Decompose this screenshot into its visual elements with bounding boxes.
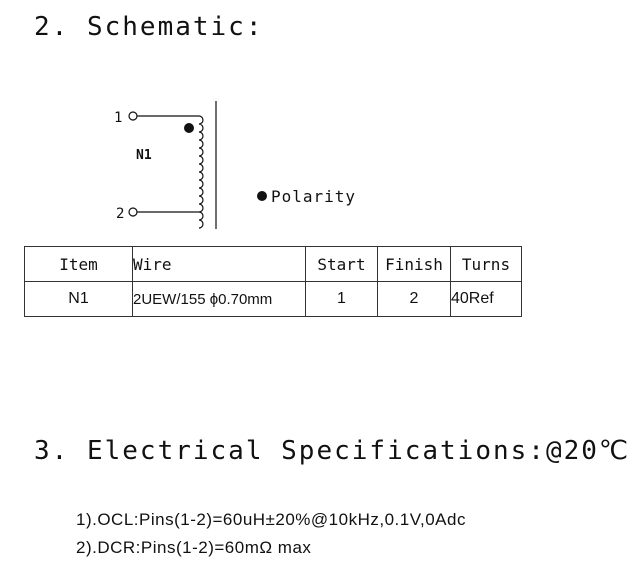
pin2-terminal <box>128 207 138 217</box>
polarity-label: Polarity <box>271 187 357 206</box>
pin1-terminal <box>128 111 138 121</box>
table-header-row: Item Wire Start Finish Turns <box>24 246 522 282</box>
electrical-section-title: 3. Electrical Specifications:@20℃ <box>34 436 630 466</box>
polarity-legend: Polarity <box>257 187 356 206</box>
winding-table: Item Wire Start Finish Turns N1 2UEW/155… <box>24 246 522 317</box>
cell-item: N1 <box>24 281 133 317</box>
header-item: Item <box>24 246 133 282</box>
cell-finish: 2 <box>377 281 451 317</box>
header-wire: Wire <box>132 246 306 282</box>
winding-coil <box>198 115 204 229</box>
polarity-dot-icon <box>257 191 267 201</box>
winding-label: N1 <box>136 148 152 163</box>
pin1-label: 1 <box>114 110 122 126</box>
header-turns: Turns <box>450 246 522 282</box>
spec-ocl: 1).OCL:Pins(1-2)=60uH±20%@10kHz,0.1V,0Ad… <box>76 510 466 529</box>
header-finish: Finish <box>377 246 451 282</box>
polarity-dot <box>184 123 194 133</box>
schematic-diagram: 1 2 N1 <box>114 101 217 229</box>
spec-dcr: 2).DCR:Pins(1-2)=60mΩ max <box>76 538 312 557</box>
cell-wire: 2UEW/155 ϕ0.70mm <box>132 281 306 317</box>
schematic-section-title: 2. Schematic: <box>34 12 264 42</box>
cell-start: 1 <box>305 281 378 317</box>
pin2-label: 2 <box>116 206 124 222</box>
cell-turns: 40Ref <box>450 281 522 317</box>
header-start: Start <box>305 246 378 282</box>
table-row: N1 2UEW/155 ϕ0.70mm 1 2 40Ref <box>24 281 522 317</box>
